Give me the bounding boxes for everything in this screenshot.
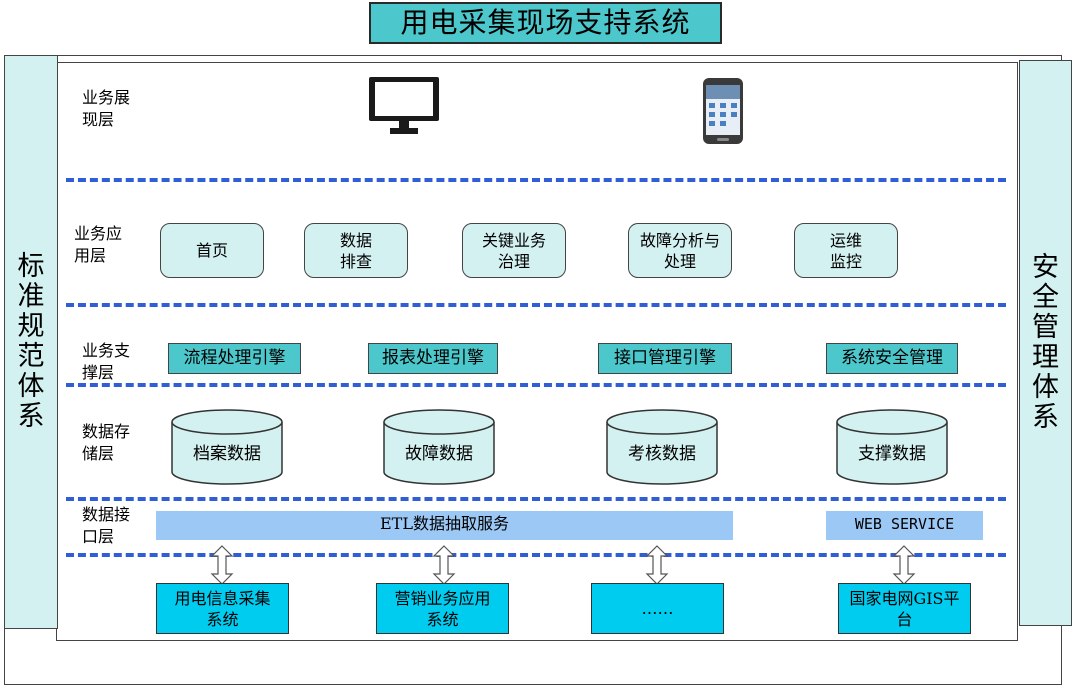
bidirectional-arrow-icon [645, 545, 669, 585]
app-data-check-label: 数据排查 [339, 230, 372, 271]
app-fault-analysis: 故障分析与处理 [628, 223, 732, 278]
database-archive-label: 档案数据 [193, 444, 261, 464]
source-collection-system: 用电信息采集系统 [156, 583, 289, 634]
database-fault: 故障数据 [382, 409, 496, 485]
source-other-systems-label: …… [641, 599, 674, 618]
layer-label-interface: 数据接口层 [82, 505, 131, 546]
web-service-bar: WEB SERVICE [826, 511, 983, 540]
smartphone-icon [702, 77, 744, 145]
app-key-business-label: 关键业务治理 [481, 230, 546, 271]
layer-label-application: 业务应用层 [74, 224, 123, 265]
app-key-business: 关键业务治理 [462, 223, 566, 278]
source-collection-system-label: 用电信息采集系统 [174, 588, 271, 629]
source-gis-platform: 国家电网GIS平台 [838, 583, 971, 634]
bidirectional-arrow-icon [210, 545, 234, 585]
source-gis-platform-label: 国家电网GIS平台 [849, 588, 960, 629]
source-marketing-system: 营销业务应用系统 [376, 583, 509, 634]
app-operations-label: 运维监控 [829, 230, 862, 271]
layer-separator [66, 497, 1006, 501]
layer-separator [66, 553, 1006, 557]
layer-label-presentation: 业务展现层 [82, 88, 131, 129]
report-engine: 报表处理引擎 [368, 343, 498, 374]
database-fault-label: 故障数据 [405, 444, 473, 464]
layer-separator [66, 178, 1006, 182]
database-assessment-label: 考核数据 [628, 444, 696, 464]
app-home-label: 首页 [195, 241, 228, 260]
layer-separator [66, 383, 1006, 387]
database-assessment: 考核数据 [605, 409, 719, 485]
process-engine: 流程处理引擎 [168, 343, 301, 374]
diagram-title: 用电采集现场支持系统 [369, 2, 722, 44]
app-operations: 运维监控 [794, 223, 898, 278]
standards-system-panel: 标准规范体系 [4, 55, 58, 629]
source-marketing-system-label: 营销业务应用系统 [394, 588, 491, 629]
interface-engine: 接口管理引擎 [598, 343, 732, 374]
security-management-label: 安全管理体系 [1032, 252, 1059, 433]
bidirectional-arrow-icon [432, 545, 456, 585]
layer-separator [66, 303, 1006, 307]
app-data-check: 数据排查 [304, 223, 408, 278]
database-archive: 档案数据 [170, 409, 284, 485]
app-fault-analysis-label: 故障分析与处理 [639, 230, 720, 271]
app-home: 首页 [160, 223, 264, 278]
layer-label-storage: 数据存储层 [82, 422, 131, 463]
etl-service-bar: ETL数据抽取服务 [156, 511, 733, 540]
security-management-panel: 安全管理体系 [1019, 60, 1072, 626]
database-support-label: 支撑数据 [858, 444, 926, 464]
bidirectional-arrow-icon [892, 545, 916, 585]
source-other-systems: …… [591, 583, 724, 634]
layer-label-support: 业务支撑层 [82, 341, 131, 382]
database-support: 支撑数据 [835, 409, 949, 485]
security-engine: 系统安全管理 [826, 343, 958, 374]
standards-system-label: 标准规范体系 [17, 251, 45, 432]
monitor-icon [368, 76, 440, 136]
